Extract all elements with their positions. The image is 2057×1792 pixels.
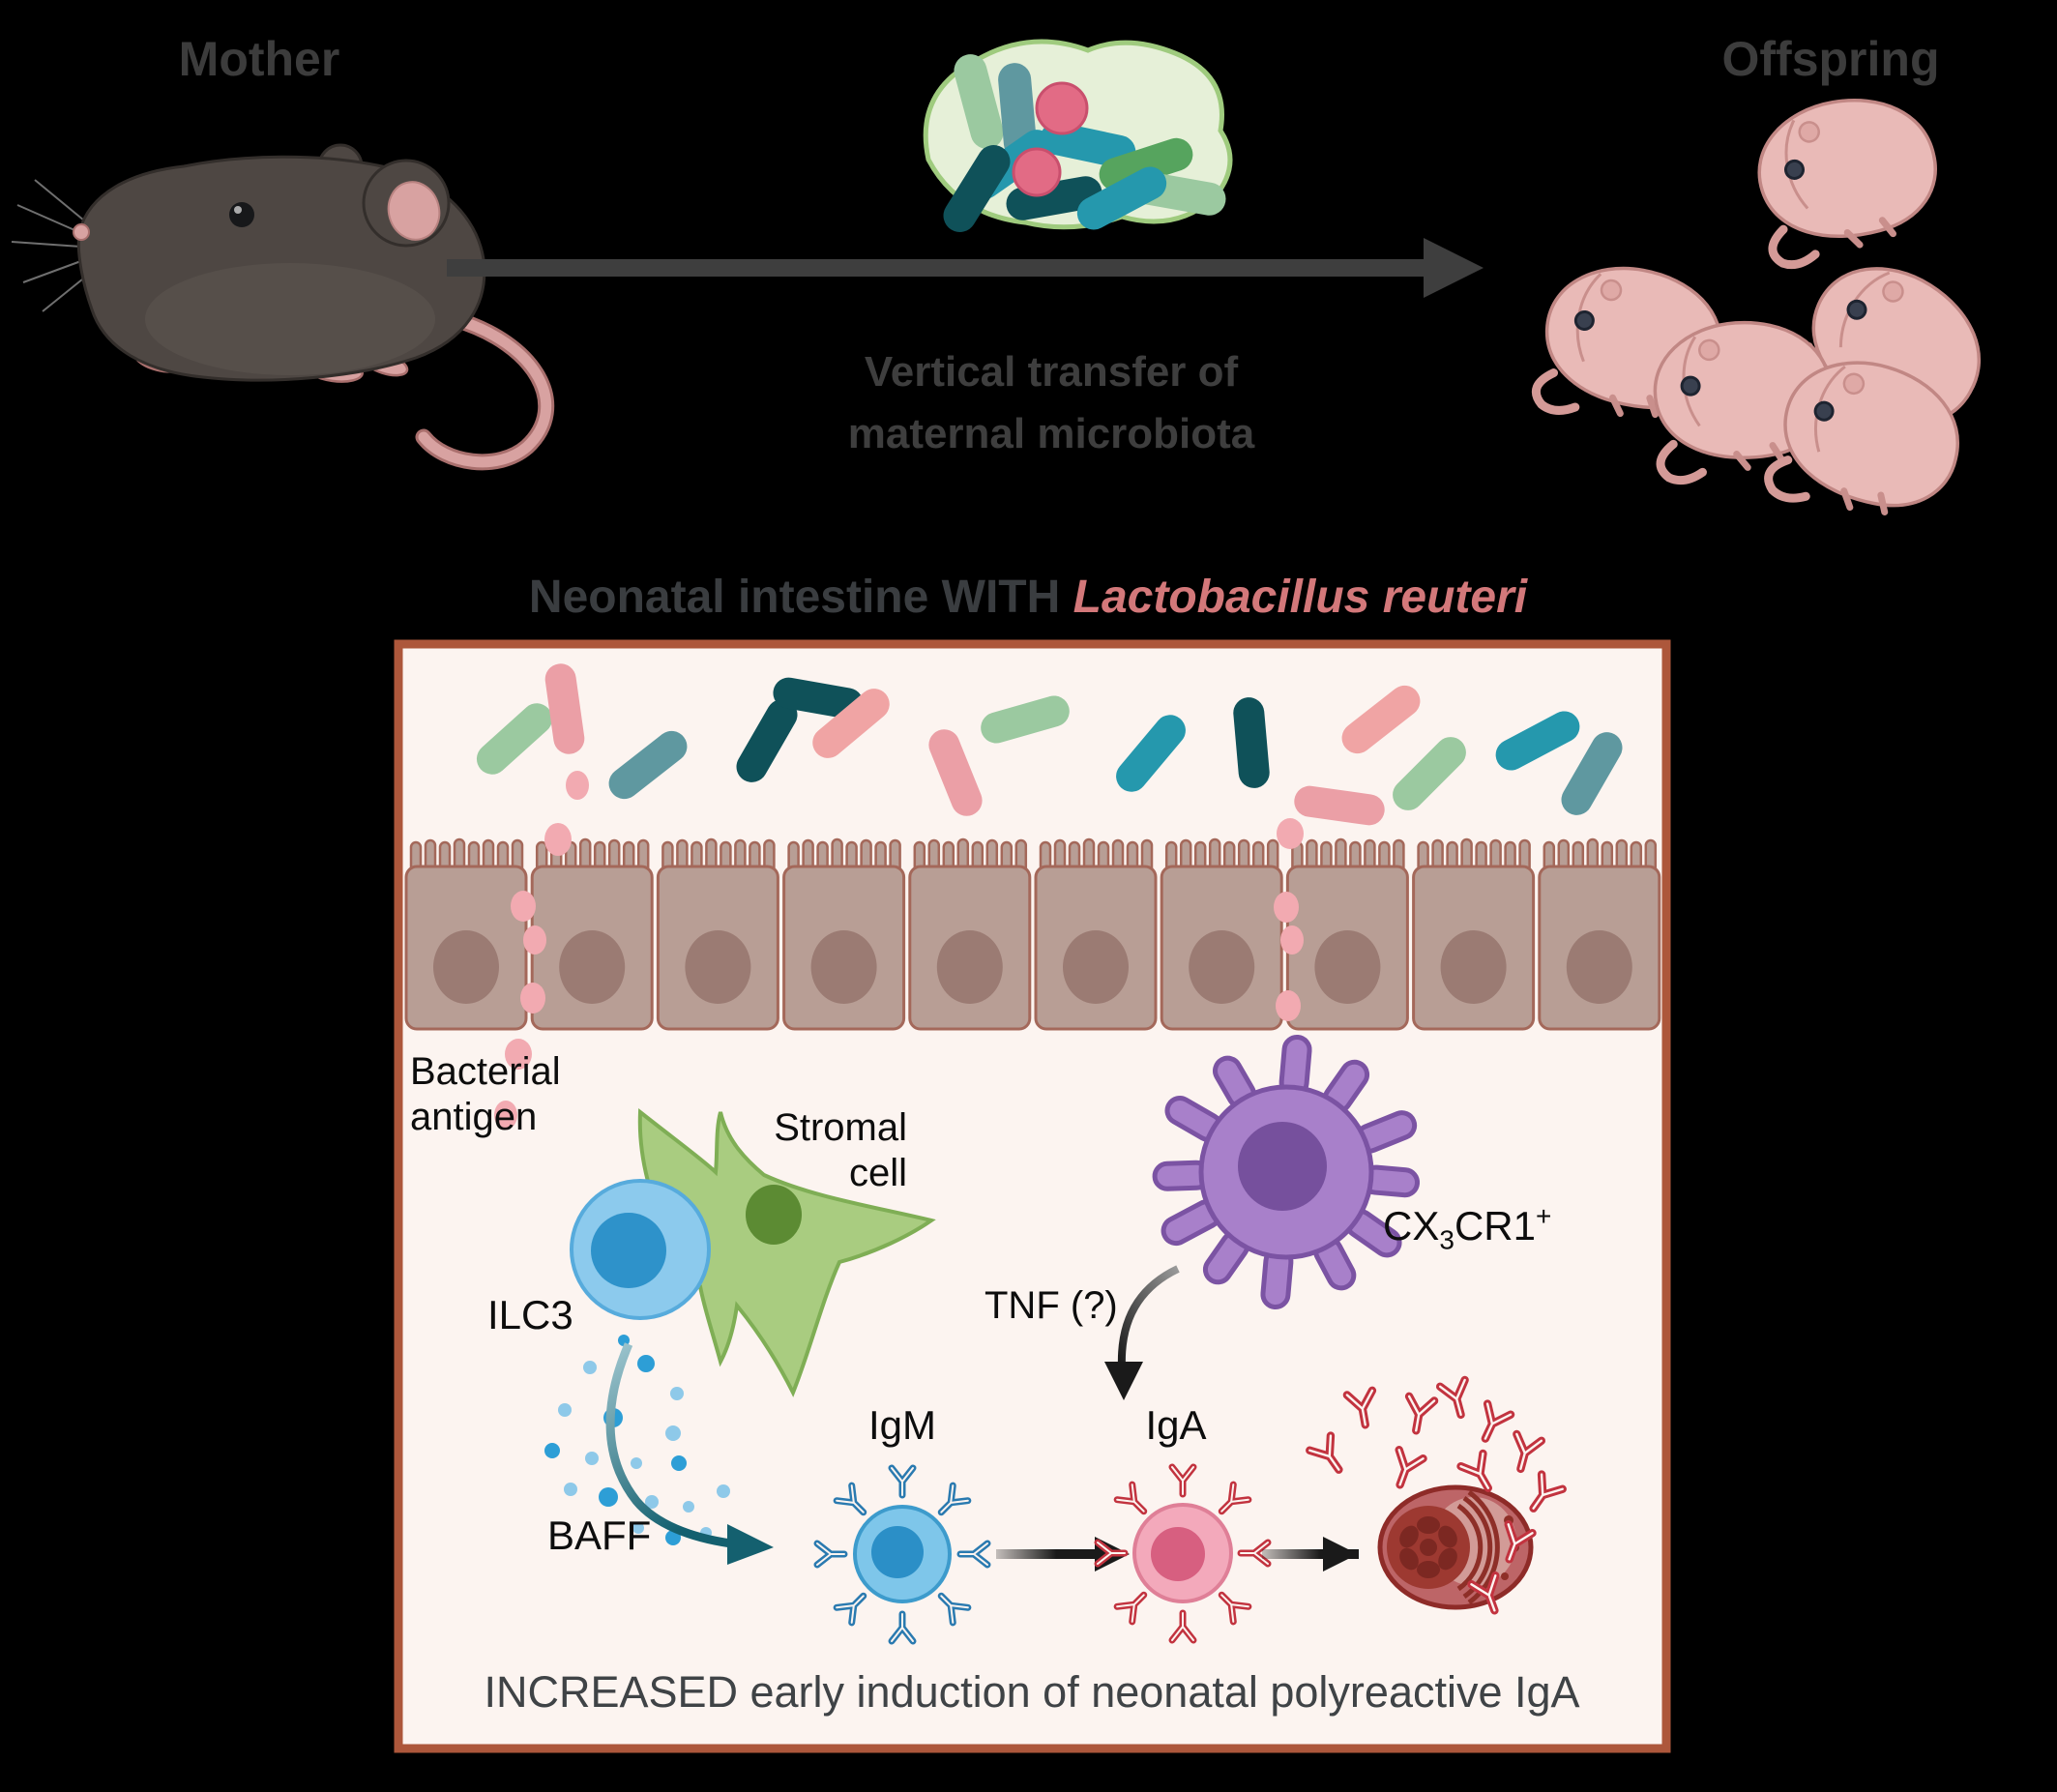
conclusion-text: INCREASED early induction of neonatal po… (484, 1667, 1580, 1717)
cx3cr1-cell (1152, 1034, 1421, 1310)
transfer-caption-line1: Vertical transfer of (864, 348, 1239, 396)
igm-b-cell (817, 1468, 987, 1641)
coccus-bacterium (1035, 81, 1089, 135)
offspring-label: Offspring (1721, 32, 1940, 86)
cx3cr1-label: CX3CR1+ (1383, 1201, 1552, 1255)
stromal-cell-label-line2: cell (848, 1152, 907, 1194)
transfer-arrow (447, 238, 1484, 298)
mouse-eye (229, 202, 254, 227)
mother-mouse-illustration (11, 143, 555, 471)
tnf-label: TNF (?) (984, 1284, 1118, 1327)
ilc3-nucleus (591, 1213, 666, 1288)
offspring-pups-illustration (1534, 84, 2007, 536)
panel-title: Neonatal intestine WITH Lactobacillus re… (529, 571, 1527, 624)
iga-b-cell (1098, 1467, 1268, 1640)
bacterial-antigen-label-line1: Bacterial (410, 1050, 561, 1093)
iga-nucleus (1151, 1527, 1205, 1581)
bacterial-antigen-dots (494, 771, 1304, 1130)
coccus-bacterium (1012, 147, 1062, 197)
stromal-cell-label-line1: Stromal (774, 1106, 907, 1149)
mother-label: Mother (178, 32, 340, 86)
cx3cr1-nucleus (1238, 1122, 1327, 1211)
igm-label: IgM (867, 1402, 937, 1448)
iga-label: IgA (1145, 1402, 1207, 1448)
baff-label: BAFF (547, 1513, 652, 1558)
panel-title-species: Lactobacillus reuteri (1073, 572, 1528, 623)
iga-to-plasma-arrow (1262, 1537, 1359, 1572)
panel-title-prefix: Neonatal intestine WITH (528, 572, 1073, 623)
tnf-arrow (1104, 1265, 1180, 1400)
microbiota-cluster-icon (923, 39, 1233, 239)
ilc3-cell (570, 1179, 711, 1320)
baff-arrow (605, 1342, 774, 1565)
plasma-cell (1377, 1484, 1534, 1610)
igm-nucleus (871, 1526, 924, 1578)
bacterial-antigen-label-line2: antigen (410, 1096, 538, 1138)
stromal-cell-nucleus (746, 1185, 802, 1245)
ilc3-label: ILC3 (487, 1292, 573, 1337)
transfer-caption-line2: maternal microbiota (847, 410, 1255, 457)
